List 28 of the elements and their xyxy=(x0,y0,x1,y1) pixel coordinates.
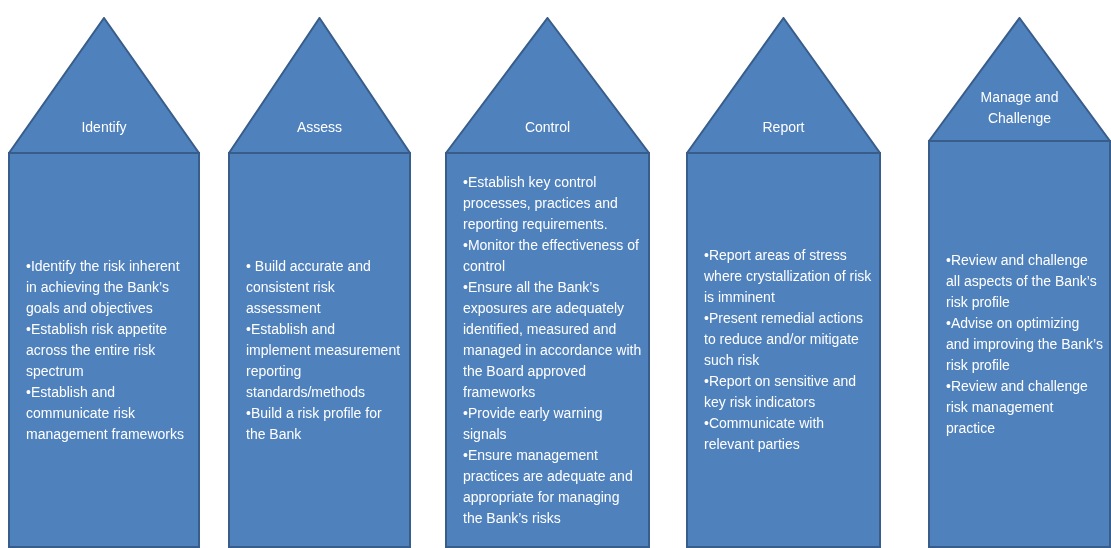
heading-triangle xyxy=(686,17,881,154)
bullet-text: • Build accurate and consistent risk assessment xyxy=(246,256,372,318)
bullet-text: •Establish and implement measurement reporting standards/methods xyxy=(246,319,402,402)
heading-label: Manage and Challenge xyxy=(979,88,1060,128)
bullet-text: •Review and challenge all aspects of the Bank’s risk profile xyxy=(946,250,1098,312)
bullet-text: •Establish risk appetite across the entire risk spectrum xyxy=(26,319,169,381)
bullet-text: •Present remedial actions to reduce and/or mitigate such risk xyxy=(704,309,864,370)
heading-triangle xyxy=(8,17,200,154)
bullet-text: •Report on sensitive and key risk indicators xyxy=(704,372,857,412)
heading-triangle xyxy=(228,17,411,154)
heading-triangle xyxy=(445,17,650,154)
bullet-text: •Advise on optimizing and improving the Bank’s risk profile xyxy=(946,313,1103,375)
bullet-text: •Ensure all the Bank’s exposures are adequately identified, measured and managed in accordance with the Board approved frameworks xyxy=(463,277,642,402)
heading-label: Assess xyxy=(295,118,344,137)
heading-label: Identify xyxy=(80,118,128,137)
bullet-text: •Establish key control processes, practices and reporting requirements. xyxy=(463,172,619,234)
heading-label: Report xyxy=(761,118,806,137)
bullet-text: •Identify the risk inherent in achieving the Bank’s goals and objectives xyxy=(26,256,181,318)
bullet-text: •Build a risk profile for the Bank xyxy=(246,403,383,444)
bullet-text: •Communicate with relevant parties xyxy=(704,414,826,454)
bullet-text: •Report areas of stress where crystallization of risk is imminent xyxy=(704,246,873,307)
bullet-text: •Establish and communicate risk management frameworks xyxy=(26,382,185,444)
bullet-text: •Review and challenge risk management practice xyxy=(946,376,1089,438)
bullet-text: •Provide early warning signals xyxy=(463,403,604,444)
heading-triangle xyxy=(928,17,1111,142)
bullet-text: •Ensure management practices are adequate and appropriate for managing the Bank’s risks xyxy=(463,445,634,528)
heading-label: Control xyxy=(523,118,572,137)
bullet-text: •Monitor the effectiveness of control xyxy=(463,235,640,276)
